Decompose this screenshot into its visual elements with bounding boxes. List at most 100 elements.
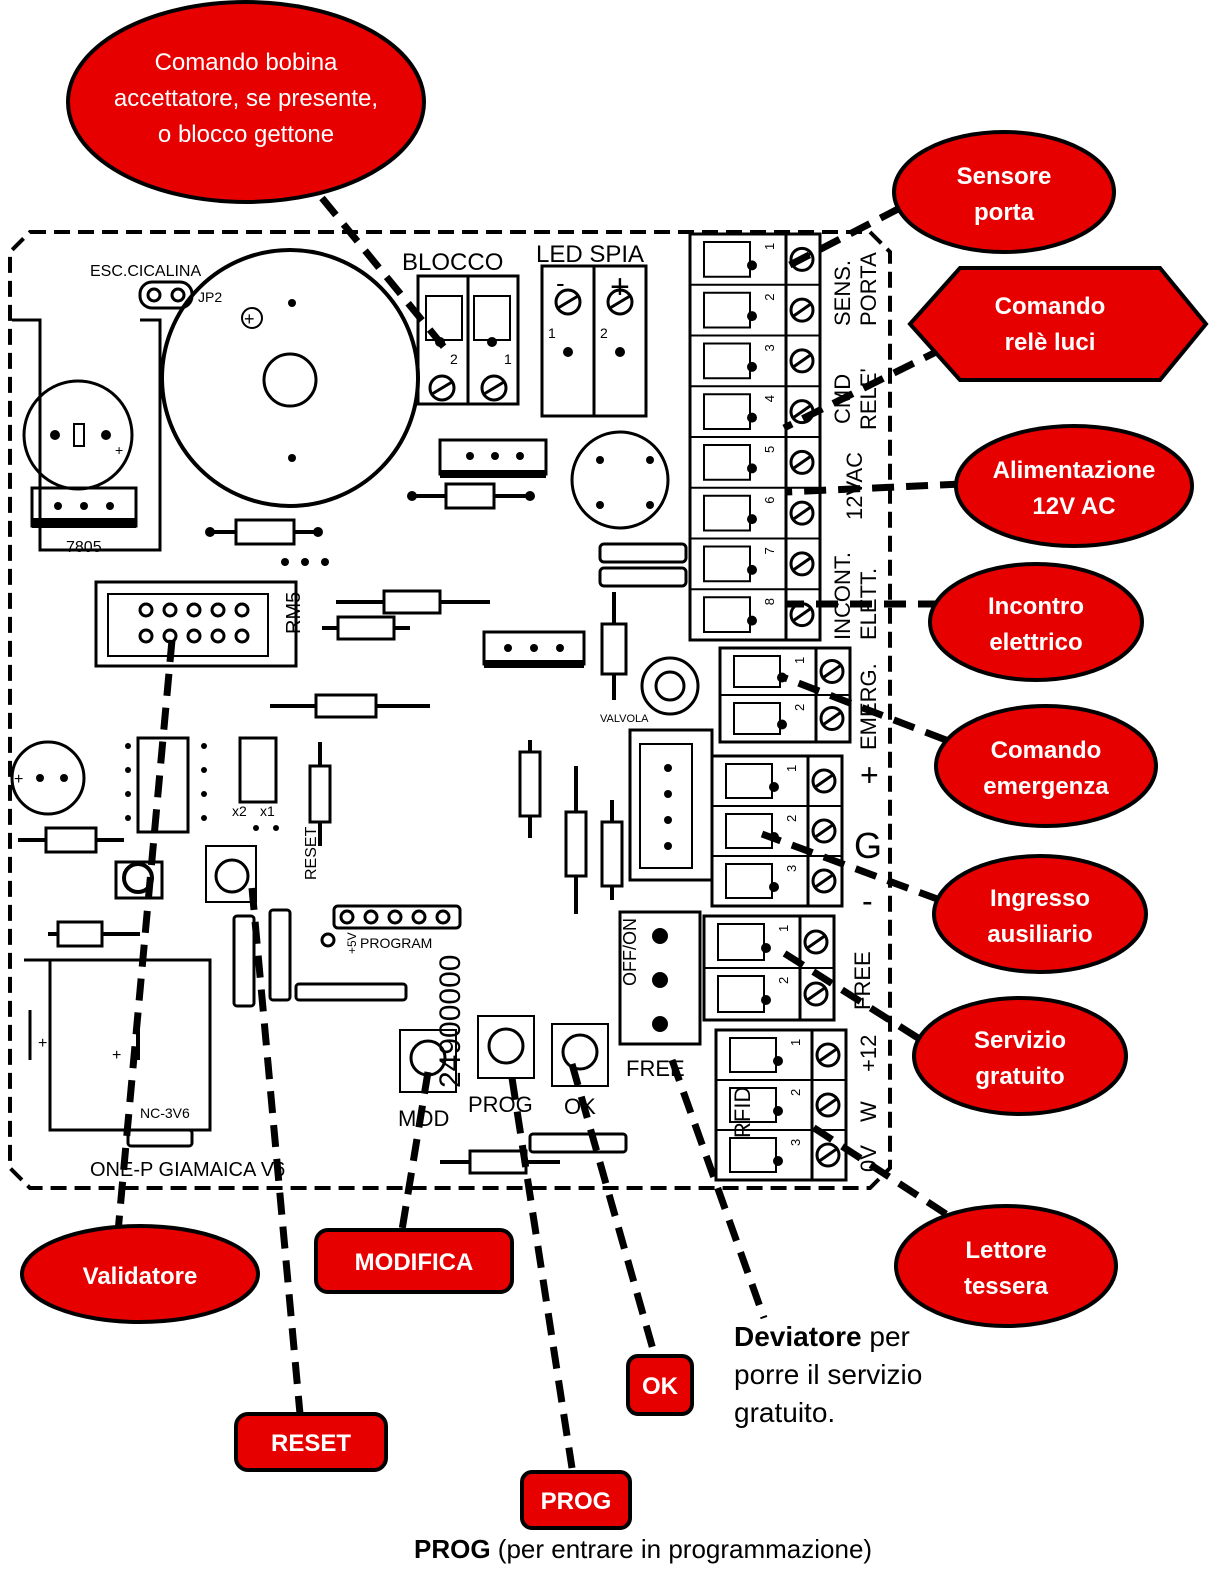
- pin-number: 1: [762, 243, 777, 250]
- callout-comando-bobina: Comando bobina accettatore, se presente,…: [66, 0, 426, 204]
- prog-pcb-label: PROG: [468, 1092, 533, 1117]
- svg-text:Validatore: Validatore: [83, 1263, 198, 1290]
- svg-text:Ingresso: Ingresso: [990, 885, 1090, 912]
- svg-text:1: 1: [548, 325, 556, 341]
- svg-text:+: +: [112, 1047, 121, 1064]
- pin-number: 5: [762, 446, 777, 453]
- deviatore-line2: porre il servizio: [734, 1359, 923, 1390]
- callout-modifica: MODIFICA: [314, 1228, 514, 1294]
- pin-number: 1: [784, 765, 799, 772]
- terminal-block-free: 12: [702, 914, 836, 1022]
- svg-text:relè luci: relè luci: [1005, 329, 1096, 356]
- svg-text:-: -: [556, 268, 565, 298]
- regulator-label: 7805: [66, 539, 102, 556]
- svg-text:+: +: [14, 771, 23, 788]
- x2-label: x2: [232, 803, 247, 819]
- svg-text:Comando: Comando: [995, 293, 1106, 320]
- pin-number: 7: [762, 547, 777, 554]
- aux-g-label: G: [854, 825, 882, 866]
- nc3v6-label: NC-3V6: [140, 1105, 190, 1121]
- ok-pushbutton: [561, 1033, 599, 1071]
- deviatore-note: Deviatore per porre il servizio gratuito…: [734, 1318, 922, 1432]
- svg-text:OK: OK: [642, 1373, 679, 1400]
- reset-pcb-label: RESET: [303, 826, 320, 880]
- pin-number: 3: [762, 344, 777, 351]
- callout-servizio: Servizio gratuito: [912, 996, 1128, 1116]
- prog-note: PROG (per entrare in programmazione): [414, 1532, 872, 1566]
- terminal-cell: 4: [690, 385, 820, 430]
- svg-text:Alimentazione: Alimentazione: [993, 457, 1156, 484]
- terminal-cell: 1: [725, 763, 837, 799]
- pin-number: 2: [792, 704, 807, 711]
- svg-text:2: 2: [600, 325, 608, 341]
- terminal-cell: 2: [716, 1079, 846, 1123]
- svg-text:emergenza: emergenza: [983, 773, 1109, 800]
- pin-number: 8: [762, 598, 777, 605]
- rm5-connector: [94, 580, 298, 668]
- valvola-label: VALVOLA: [600, 713, 649, 725]
- pin-number: 2: [788, 1089, 803, 1096]
- board-model: ONE-P GIAMAICA V6: [90, 1159, 285, 1181]
- deviatore-rest: per: [861, 1321, 910, 1352]
- svg-text:RESET: RESET: [271, 1430, 351, 1457]
- svg-text:Comando: Comando: [991, 737, 1102, 764]
- pin-number: 3: [788, 1139, 803, 1146]
- pin-number: 1: [792, 657, 807, 664]
- terminal-cell: 3: [716, 1129, 846, 1173]
- svg-text:ausiliario: ausiliario: [987, 921, 1092, 948]
- board-code: 24900000: [434, 955, 467, 1088]
- terminal-cell: 7: [690, 537, 820, 583]
- program-label: PROGRAM: [360, 935, 432, 951]
- svg-text:Lettore: Lettore: [965, 1237, 1046, 1264]
- callout-sensore-porta: Sensore porta: [892, 130, 1116, 254]
- pin-number: 6: [762, 497, 777, 504]
- x1-label: x1: [260, 803, 275, 819]
- pin-number: 3: [784, 865, 799, 872]
- pin-number: 1: [776, 925, 791, 932]
- rm5-label: RM5: [283, 592, 305, 634]
- svg-text:+: +: [38, 1035, 47, 1052]
- esc-cicalina-label: ESC.CICALINA: [90, 263, 201, 280]
- terminal-cell: 1: [729, 1037, 841, 1073]
- terminal-block-emergency: 12: [718, 646, 852, 744]
- terminal-cell: 3: [712, 855, 842, 899]
- pin-number: 1: [788, 1039, 803, 1046]
- svg-text:tessera: tessera: [964, 1273, 1049, 1300]
- svg-text:+: +: [244, 309, 255, 329]
- callout-validatore: Validatore: [20, 1224, 260, 1324]
- reset-pushbutton: [205, 845, 257, 903]
- aux-minus-label: -: [862, 883, 873, 919]
- svg-text:PROG: PROG: [541, 1488, 612, 1515]
- incont-label: INCONT.: [830, 552, 855, 640]
- terminal-block-aux: 1 2 3: [710, 754, 844, 908]
- callout-lettore: Lettore tessera: [894, 1204, 1118, 1328]
- svg-text:Sensore: Sensore: [957, 163, 1052, 190]
- terminal-block-main: 1 2 3 4 5 6 7 8: [688, 232, 822, 642]
- svg-text:elettrico: elettrico: [989, 629, 1082, 656]
- svg-text:2: 2: [450, 351, 458, 367]
- terminal-cell: 2: [690, 283, 820, 329]
- offon-label: OFF/ON: [620, 918, 640, 986]
- callout-emergenza: Comando emergenza: [934, 704, 1158, 828]
- board-outline: [8, 230, 892, 1190]
- svg-text:12V AC: 12V AC: [1032, 493, 1115, 520]
- terminal-cell: 6: [690, 486, 820, 532]
- rfid-w-label: W: [856, 1101, 881, 1122]
- terminal-cell: 2: [720, 694, 850, 735]
- prog-note-bold: PROG: [414, 1534, 491, 1564]
- pin-number: 2: [784, 815, 799, 822]
- svg-text:+: +: [115, 442, 123, 458]
- callout-prog: PROG: [520, 1470, 632, 1530]
- svg-text:o blocco gettone: o blocco gettone: [158, 121, 334, 148]
- callout-reset: RESET: [234, 1412, 388, 1472]
- callout-comando-rele: Comando relè luci: [907, 266, 1209, 382]
- terminal-cell: 2: [704, 967, 834, 1013]
- svg-text:+: +: [610, 268, 630, 306]
- porta-label: PORTA: [856, 252, 881, 326]
- prog-note-rest: (per entrare in programmazione): [490, 1534, 873, 1564]
- aux-plus-label: +: [860, 757, 879, 793]
- jp2-label: JP2: [198, 289, 222, 305]
- leader-lines: [112, 195, 963, 1469]
- blocco-label: BLOCCO: [402, 249, 503, 276]
